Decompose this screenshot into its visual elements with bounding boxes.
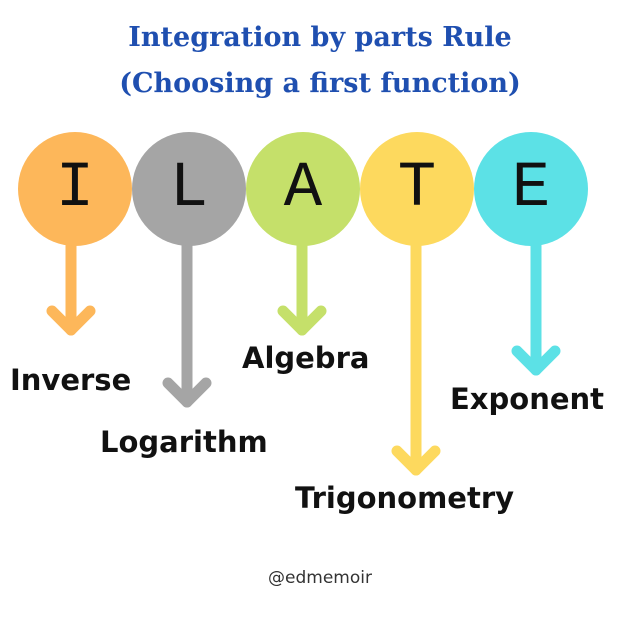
- label-exponent: Exponent: [450, 382, 605, 416]
- circle-inverse: I: [18, 132, 132, 246]
- circle-logarithm: L: [132, 132, 246, 246]
- arrow-logarithm: [162, 240, 212, 408]
- letter-i: I: [55, 153, 95, 225]
- label-inverse: Inverse: [10, 363, 132, 397]
- arrow-trigonometry: [391, 240, 441, 476]
- circle-algebra: A: [246, 132, 360, 246]
- letter-e: E: [511, 153, 551, 225]
- letter-t: T: [397, 153, 437, 225]
- letter-l: L: [169, 153, 209, 225]
- title-line-1: Integration by parts Rule: [128, 22, 512, 53]
- circle-exponent: E: [474, 132, 588, 246]
- label-algebra: Algebra: [242, 341, 370, 375]
- arrow-algebra: [277, 240, 327, 336]
- label-logarithm: Logarithm: [100, 425, 268, 459]
- credit-handle: @edmemoir: [268, 568, 372, 588]
- arrow-inverse: [46, 240, 96, 336]
- title-line-2: (Choosing a first function): [119, 68, 521, 99]
- arrow-exponent: [511, 240, 561, 376]
- label-trigonometry: Trigonometry: [295, 481, 515, 515]
- letter-a: A: [283, 153, 323, 225]
- circle-trigonometry: T: [360, 132, 474, 246]
